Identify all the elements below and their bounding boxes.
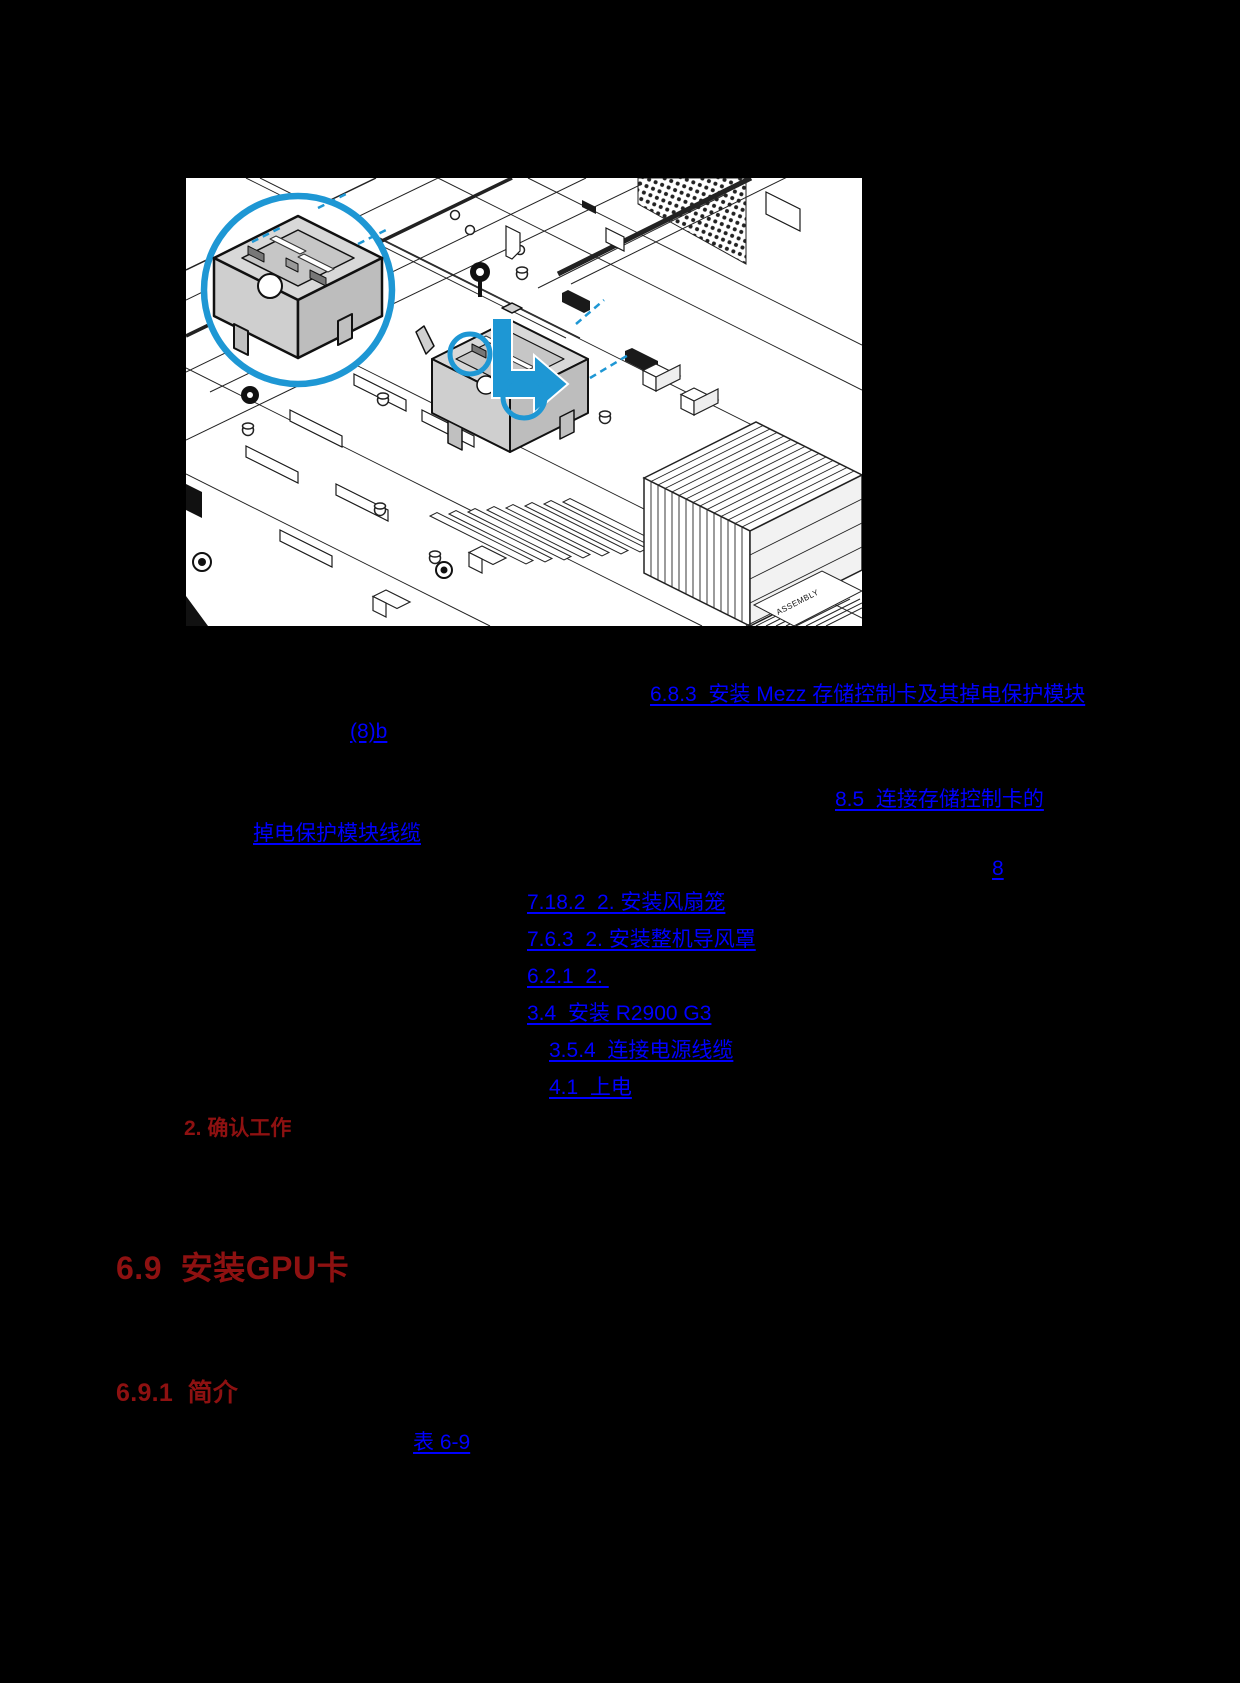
link-8-5-cable-wrap[interactable]: 掉电保护模块线缆: [253, 822, 421, 845]
link-8b[interactable]: (8)b: [350, 720, 388, 743]
link-3-5-4-power-cable[interactable]: 3.5.4 连接电源线缆: [549, 1039, 734, 1062]
highlight-circle-2: [500, 373, 548, 421]
alignment-dashes: [575, 299, 631, 380]
link-4-1-power-on[interactable]: 4.1 上电: [549, 1076, 632, 1099]
link-7-6-3-air-duct[interactable]: 7.6.3 2. 安装整机导风罩: [527, 928, 756, 951]
rear-fin-block: ASSEMBLY: [745, 570, 862, 626]
illustration-canvas: ASSEMBLY: [186, 178, 862, 626]
install-direction-arrow: [491, 317, 570, 416]
alignment-dashes-magnified: [251, 191, 387, 246]
heading-6-9-install-gpu: 6.9 安装GPU卡: [116, 1250, 350, 1286]
link-6-2-1[interactable]: 6.2.1 2.: [527, 965, 609, 988]
list-item-confirm-work: 2. 确认工作: [184, 1117, 292, 1140]
cpu-heatsink: [642, 421, 862, 626]
heading-6-9-1-intro: 6.9.1 简介: [116, 1379, 239, 1407]
install-annotations: [447, 299, 631, 421]
dimm-slots: [428, 497, 668, 565]
link-table-6-9[interactable]: 表 6-9: [413, 1431, 471, 1454]
link-3-4-install-r2900[interactable]: 3.4 安装 R2900 G3: [527, 1002, 712, 1025]
connector-boxes: [371, 363, 720, 618]
rear-bracket-2: [605, 227, 625, 252]
magnifier-callout: [200, 191, 396, 388]
supercap-holder-enlarged: [212, 214, 384, 360]
link-6-8-3-install-mezz[interactable]: 6.8.3 安装 Mezz 存储控制卡及其掉电保护模块: [650, 683, 1086, 706]
server-install-illustration: ASSEMBLY: [186, 178, 862, 626]
link-7-18-2-fan-cage[interactable]: 7.18.2 2. 安装风扇笼: [527, 891, 726, 914]
perforated-panel: [637, 178, 747, 265]
highlight-circle-1: [447, 331, 493, 377]
link-chapter-8[interactable]: 8: [992, 857, 1004, 880]
link-8-5-connect-cable[interactable]: 8.5 连接存储控制卡的: [835, 788, 1044, 811]
rear-bracket: [765, 191, 801, 232]
